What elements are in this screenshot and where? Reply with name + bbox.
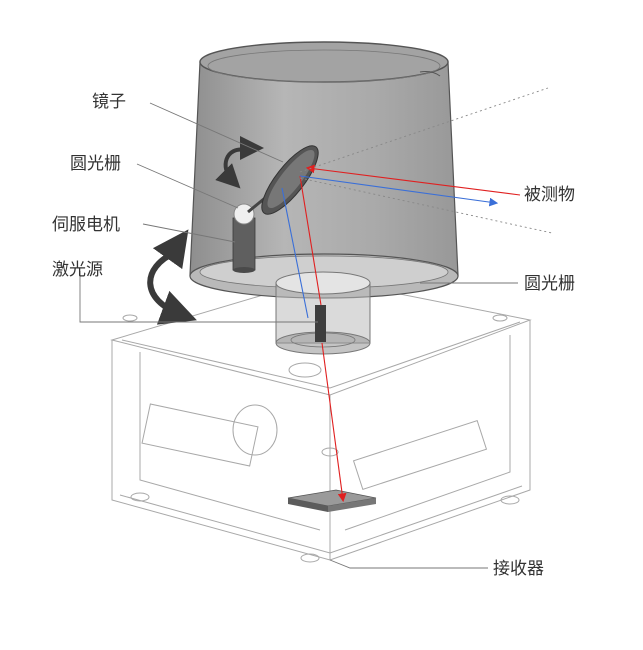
laser-source-label: 激光源 [52,260,103,280]
emitted-beam-out [305,164,521,196]
returned-beam-to-receiver [321,342,347,503]
leader-lines [79,102,518,569]
grating-top-label: 圆光栅 [70,154,121,174]
rotating-cover [189,41,459,299]
receiver-label: 接收器 [493,559,544,579]
laser-beams [281,87,553,503]
measured-object-label: 被测物 [524,185,575,205]
base-housing [110,277,532,563]
mirror [247,145,319,215]
receiver-block [287,489,377,512]
returned-beam-down [281,187,309,319]
returned-beam-in [299,175,499,207]
rotate-arrow-icon [215,136,264,189]
field-boundary-upper [299,87,549,173]
laser-emitter [315,305,326,342]
servo-motor [232,203,256,273]
emitted-beam-up [299,175,322,306]
rotate-arrow-icon [147,229,197,325]
grating-right-label: 圆光栅 [524,274,575,294]
mirror-label: 镜子 [92,92,126,112]
servo-motor-label: 伺服电机 [52,215,120,235]
